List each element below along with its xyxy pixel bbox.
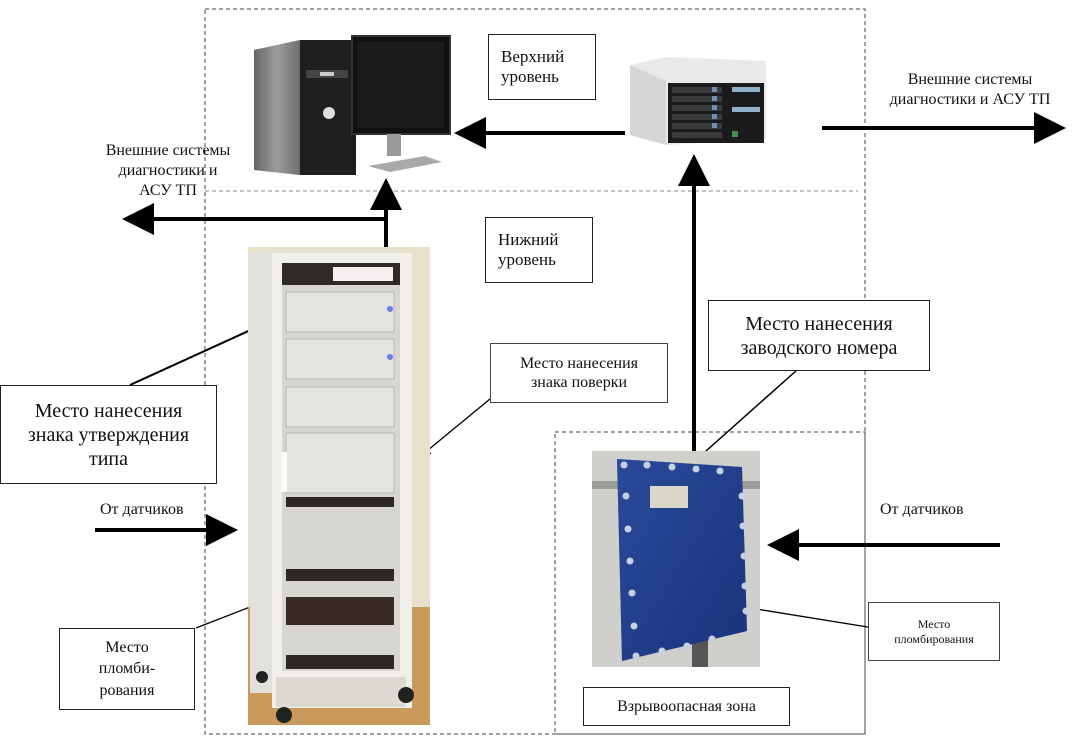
type-approval-line-1: Место нанесения	[34, 399, 183, 422]
ext-right-line-2: диагностики и АСУ ТП	[889, 91, 1051, 108]
lower-level-label: Нижний уровень	[485, 217, 593, 283]
type-approval-line-2: знака утверждения	[27, 423, 190, 446]
sealing-left-line-2: пломби-	[98, 660, 156, 678]
verification-line-2: знака поверки	[530, 374, 628, 391]
system-zone-border	[204, 8, 866, 735]
lower-level-line-2: уровень	[498, 250, 556, 269]
ext-left-line-1: Внешние системы	[105, 142, 231, 159]
rack-server-icon	[630, 57, 766, 145]
external-systems-left-label: Внешние системы диагностики и АСУ ТП	[88, 141, 248, 201]
upper-level-line-2: уровень	[501, 67, 559, 86]
sensors-left-label: От датчиков	[100, 501, 184, 518]
sensors-right-label: От датчиков	[880, 501, 964, 518]
callout-serial-number: Место нанесения заводского номера	[708, 300, 930, 371]
sealing-left-line-1: Место	[105, 638, 149, 656]
hazardous-zone-border	[554, 431, 866, 735]
serial-number-line-1: Место нанесения	[745, 312, 893, 335]
callout-type-approval-mark: Место нанесения знака утверждения типа	[0, 385, 217, 484]
callout-sealing-left: Место пломби- рования	[59, 628, 195, 710]
hazardous-zone-label: Взрывоопасная зона	[583, 687, 790, 726]
sealing-left-line-3: рования	[99, 681, 155, 699]
leader-sealing-right	[748, 604, 881, 630]
lower-level-line-1: Нижний	[498, 229, 559, 249]
ext-left-line-3: АСУ ТП	[139, 182, 197, 199]
explosion-proof-box-icon	[592, 451, 760, 667]
upper-level-label: Верхний уровень	[488, 34, 596, 100]
ext-left-line-2: диагностики и	[118, 162, 218, 179]
serial-number-line-2: заводского номера	[740, 336, 898, 359]
verification-line-1: Место нанесения	[519, 354, 638, 372]
sealing-right-line-1: Место	[917, 617, 951, 632]
external-systems-right-label: Внешние системы диагностики и АСУ ТП	[860, 70, 1079, 110]
ext-right-line-1: Внешние системы	[907, 71, 1033, 88]
sealing-right-line-2: пломбирования	[894, 631, 974, 646]
desktop-computer-icon	[254, 35, 451, 175]
upper-level-line-1: Верхний	[501, 46, 565, 66]
callout-verification-mark: Место нанесения знака поверки	[490, 343, 668, 403]
type-approval-line-3: типа	[88, 447, 129, 470]
equipment-cabinet-icon	[248, 247, 430, 725]
leader-verification	[420, 398, 491, 457]
callout-sealing-right: Место пломбирования	[868, 602, 1000, 661]
